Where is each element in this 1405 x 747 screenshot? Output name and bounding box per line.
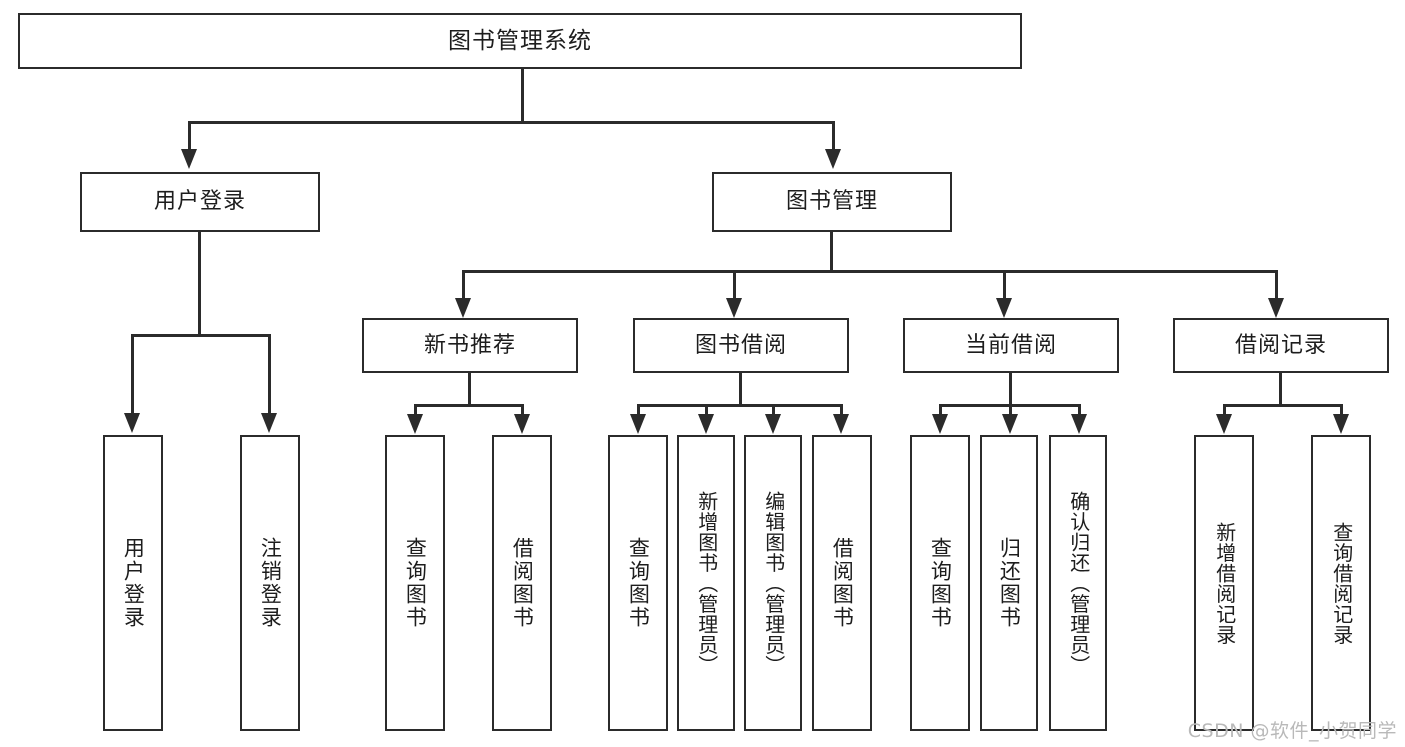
node-label: 注销登录 (258, 537, 283, 629)
leaf-current-borrow-return[interactable]: 归还图书 (980, 435, 1038, 731)
node-label: 编辑图书（管理员） (761, 490, 786, 676)
node-label: 新书推荐 (423, 332, 516, 358)
edge-to-book-manage (832, 121, 835, 151)
arrowhead-current-borrow-child-3 (1071, 414, 1087, 434)
node-root-system[interactable]: 图书管理系统 (18, 13, 1022, 69)
edge-user-login-bar (131, 334, 270, 337)
edge-book-borrow-child-4 (840, 404, 843, 417)
leaf-user-login-login[interactable]: 用户登录 (103, 435, 163, 731)
edge-root-bar (188, 121, 835, 124)
leaf-borrow-records-add[interactable]: 新增借阅记录 (1194, 435, 1254, 731)
edge-book-borrow-child-2 (705, 404, 708, 417)
arrowhead-to-book-manage (825, 149, 841, 169)
node-borrow-records[interactable]: 借阅记录 (1173, 318, 1389, 373)
arrowhead-to-book-borrow (726, 298, 742, 318)
node-label: 图书管理系统 (448, 27, 592, 54)
arrowhead-new-book-child-2 (514, 414, 530, 434)
node-book-manage[interactable]: 图书管理 (712, 172, 952, 232)
node-label: 用户登录 (121, 537, 146, 629)
edge-current-borrow-stem (1009, 373, 1012, 406)
arrowhead-to-new-book (455, 298, 471, 318)
arrowhead-user-login-child-1 (124, 413, 140, 433)
edge-to-borrow-records (1275, 270, 1278, 300)
edge-user-login-child-2 (268, 334, 271, 415)
leaf-book-borrow-edit-admin[interactable]: 编辑图书（管理员） (744, 435, 802, 731)
node-label: 图书管理 (785, 189, 878, 215)
arrowhead-borrow-records-child-1 (1216, 414, 1232, 434)
leaf-new-book-query[interactable]: 查询图书 (385, 435, 445, 731)
node-label: 查询图书 (403, 537, 428, 629)
node-user-login[interactable]: 用户登录 (80, 172, 320, 232)
node-label: 当前借阅 (964, 332, 1057, 358)
node-label: 借阅图书 (510, 537, 535, 629)
arrowhead-current-borrow-child-1 (932, 414, 948, 434)
arrowhead-book-borrow-child-1 (630, 414, 646, 434)
arrowhead-to-current-borrow (996, 298, 1012, 318)
edge-book-borrow-bar (637, 404, 843, 407)
edge-to-current-borrow (1003, 270, 1006, 300)
edge-book-borrow-child-1 (637, 404, 640, 417)
arrowhead-book-borrow-child-2 (698, 414, 714, 434)
edge-user-login-stem (198, 232, 201, 336)
arrowhead-book-borrow-child-4 (833, 414, 849, 434)
node-current-borrow[interactable]: 当前借阅 (903, 318, 1119, 373)
edge-new-book-stem (468, 373, 471, 406)
node-label: 查询图书 (928, 537, 953, 629)
edge-book-borrow-child-3 (772, 404, 775, 417)
arrowhead-borrow-records-child-2 (1333, 414, 1349, 434)
edge-book-borrow-stem (739, 373, 742, 406)
leaf-user-login-logout[interactable]: 注销登录 (240, 435, 300, 731)
leaf-new-book-borrow[interactable]: 借阅图书 (492, 435, 552, 731)
arrowhead-current-borrow-child-2 (1002, 414, 1018, 434)
node-book-borrow[interactable]: 图书借阅 (633, 318, 849, 373)
edge-new-book-bar (414, 404, 524, 407)
edge-borrow-records-bar (1223, 404, 1342, 407)
leaf-book-borrow-query[interactable]: 查询图书 (608, 435, 668, 731)
node-label: 用户登录 (153, 189, 246, 215)
node-label: 借阅图书 (830, 537, 855, 629)
leaf-book-borrow-borrow[interactable]: 借阅图书 (812, 435, 872, 731)
edge-book-manage-bar (462, 270, 1278, 273)
arrowhead-to-borrow-records (1268, 298, 1284, 318)
leaf-current-borrow-confirm-admin[interactable]: 确认归还（管理员） (1049, 435, 1107, 731)
node-label: 归还图书 (997, 537, 1022, 629)
leaf-borrow-records-query[interactable]: 查询借阅记录 (1311, 435, 1371, 731)
node-label: 新增图书（管理员） (694, 490, 719, 676)
leaf-current-borrow-query[interactable]: 查询图书 (910, 435, 970, 731)
node-label: 图书借阅 (694, 332, 787, 358)
arrowhead-user-login-child-2 (261, 413, 277, 433)
arrowhead-new-book-child-1 (407, 414, 423, 434)
edge-borrow-records-child-1 (1223, 404, 1226, 417)
edge-new-book-child-1 (414, 404, 417, 417)
node-label: 查询图书 (626, 537, 651, 629)
edge-to-new-book (462, 270, 465, 300)
node-new-book-recommend[interactable]: 新书推荐 (362, 318, 578, 373)
edge-to-user-login (188, 121, 191, 151)
edge-current-borrow-child-2 (1009, 404, 1012, 417)
edge-current-borrow-child-3 (1078, 404, 1081, 417)
edge-new-book-child-2 (521, 404, 524, 417)
node-label: 查询借阅记录 (1329, 521, 1354, 645)
node-label: 确认归还（管理员） (1066, 490, 1091, 676)
edge-borrow-records-child-2 (1340, 404, 1343, 417)
edge-borrow-records-stem (1279, 373, 1282, 406)
edge-user-login-child-1 (131, 334, 134, 415)
edge-book-manage-stem (830, 232, 833, 272)
edge-root-stem (521, 69, 524, 121)
arrowhead-to-user-login (181, 149, 197, 169)
csdn-watermark: CSDN @软件_小贺同学 (1187, 720, 1397, 742)
edge-current-borrow-child-1 (939, 404, 942, 417)
node-label: 新增借阅记录 (1212, 521, 1237, 645)
leaf-book-borrow-add-admin[interactable]: 新增图书（管理员） (677, 435, 735, 731)
arrowhead-book-borrow-child-3 (765, 414, 781, 434)
node-label: 借阅记录 (1234, 332, 1327, 358)
edge-to-book-borrow (733, 270, 736, 300)
